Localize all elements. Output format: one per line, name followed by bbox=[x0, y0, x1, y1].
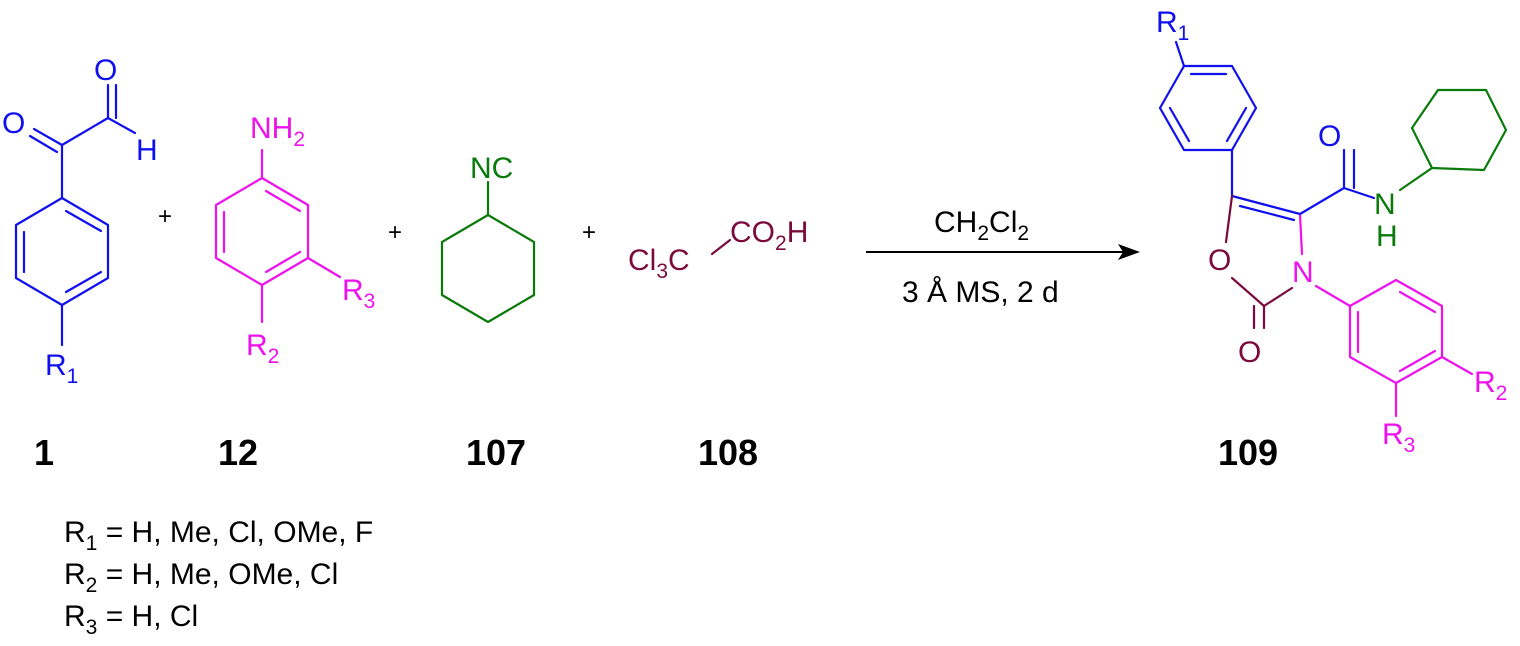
compound-1-labels: O O H R1 bbox=[2, 54, 158, 388]
plus-sign-3: + bbox=[582, 219, 596, 246]
r3-label: R3 bbox=[342, 274, 375, 313]
product-aryl-ring bbox=[1158, 40, 1258, 198]
aldehyde-hydrogen-label: H bbox=[136, 134, 158, 167]
carbonyl-oxygen-label: O bbox=[1238, 336, 1261, 369]
product-ring-labels: O N O bbox=[1208, 244, 1314, 369]
substituent-r1-line: R1 = H, Me, Cl, OMe, F bbox=[64, 516, 373, 555]
substituent-r3-line: R3 = H, Cl bbox=[64, 600, 198, 639]
amide-nitrogen-label: N bbox=[1374, 188, 1396, 221]
compound-12-labels: NH2 R3 R2 bbox=[246, 112, 375, 368]
r2-label: R2 bbox=[246, 329, 279, 368]
substituent-r2-line: R2 = H, Me, OMe, Cl bbox=[64, 558, 338, 597]
product-oxazolone-ring bbox=[1224, 194, 1304, 330]
plus-sign-1: + bbox=[158, 203, 172, 230]
substituent-legend: R1 = H, Me, Cl, OMe, F R2 = H, Me, OMe, … bbox=[64, 516, 373, 639]
reaction-arrow bbox=[866, 244, 1140, 260]
ring-nitrogen-label: N bbox=[1292, 256, 1314, 289]
compound-108-structure bbox=[710, 238, 732, 256]
product-n-aryl-labels: R2 R3 bbox=[1382, 366, 1507, 457]
compound-108-labels: Cl3C CO2H bbox=[628, 216, 808, 283]
product-r1-label: R1 bbox=[1156, 6, 1189, 45]
compound-number-107: 107 bbox=[466, 432, 526, 473]
ketone-oxygen-label: O bbox=[2, 107, 25, 140]
product-amide-labels: O N H bbox=[1318, 120, 1398, 253]
amide-oxygen-label: O bbox=[1318, 120, 1341, 153]
conditions-label: 3 Å MS, 2 d bbox=[902, 276, 1059, 309]
aldehyde-oxygen-label: O bbox=[94, 54, 117, 87]
compound-1-structure bbox=[14, 83, 137, 347]
compound-number-108: 108 bbox=[698, 432, 758, 473]
isocyanide-label: NC bbox=[470, 152, 513, 185]
trichloromethyl-label: Cl3C bbox=[628, 244, 690, 283]
product-n-aryl-ring bbox=[1314, 278, 1474, 418]
amine-label: NH2 bbox=[250, 112, 305, 151]
product-cyclohexyl-ring bbox=[1410, 88, 1508, 172]
product-r3-label: R3 bbox=[1382, 418, 1415, 457]
r1-label: R1 bbox=[45, 349, 78, 388]
compound-number-12: 12 bbox=[218, 432, 258, 473]
amide-hydrogen-label: H bbox=[1376, 220, 1398, 253]
ring-oxygen-label: O bbox=[1208, 244, 1231, 277]
compound-number-109: 109 bbox=[1218, 432, 1278, 473]
plus-sign-2: + bbox=[388, 219, 402, 246]
solvent-label: CH2Cl2 bbox=[934, 206, 1029, 245]
compound-12-structure bbox=[214, 148, 342, 324]
compound-number-1: 1 bbox=[34, 432, 54, 473]
product-amide bbox=[1298, 148, 1434, 216]
compound-107-structure bbox=[440, 180, 536, 324]
carboxyl-label: CO2H bbox=[730, 216, 808, 255]
product-r2-label: R2 bbox=[1474, 366, 1507, 405]
